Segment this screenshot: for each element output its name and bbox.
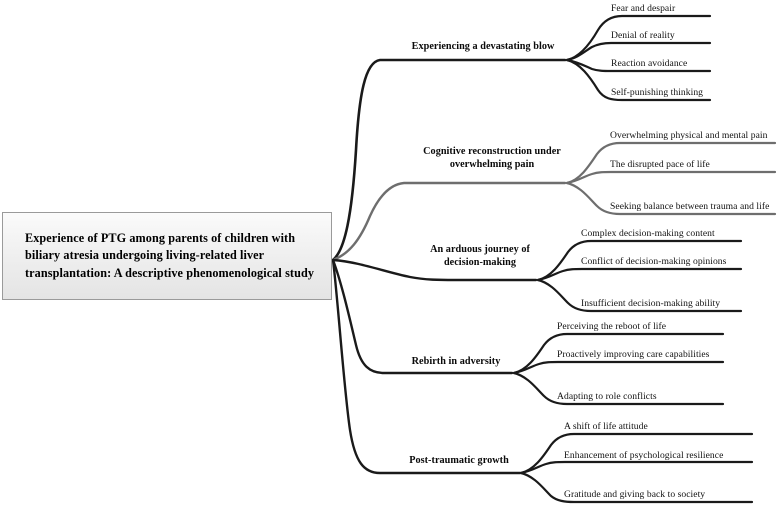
branch-label-2[interactable]: Cognitive reconstruction under overwhelm…	[418, 146, 566, 171]
branch-1-child-label-1[interactable]: Fear and despair	[611, 3, 676, 14]
branch-4-child-label-3[interactable]: Adapting to role conflicts	[557, 391, 657, 402]
branch-label-2-line2: overwhelming pain	[449, 158, 535, 170]
branch-5-child-label-1[interactable]: A shift of life attitude	[564, 421, 648, 432]
branch-4-child-label-1[interactable]: Perceiving the reboot of life	[557, 321, 667, 332]
branch-2-child-label-3[interactable]: Seeking balance between trauma and life	[610, 201, 770, 212]
branch-2-child-2-wire	[565, 170, 777, 185]
branch-1-child-label-4[interactable]: Self-punishing thinking	[611, 87, 704, 98]
root-node-label: Experience of PTG among parents of child…	[25, 230, 315, 280]
branch-label-3-line2: decision-making	[443, 256, 517, 268]
branch-5-child-label-2[interactable]: Enhancement of psychological resilience	[564, 450, 724, 461]
branch-4-child-label-2[interactable]: Proactively improving care capabilities	[557, 349, 710, 360]
branch-3-child-2-wire	[536, 267, 743, 282]
branch-2-child-label-1[interactable]: Overwhelming physical and mental pain	[610, 130, 768, 141]
root-node[interactable]: Experience of PTG among parents of child…	[2, 212, 332, 300]
branch-3-child-label-1[interactable]: Complex decision-making content	[581, 228, 715, 239]
branch-3-child-label-3[interactable]: Insufficient decision-making ability	[581, 298, 721, 309]
branch-label-2-line1: Cognitive reconstruction under	[423, 146, 561, 157]
branch-label-4[interactable]: Rebirth in adversity	[411, 356, 501, 367]
branch-label-1[interactable]: Experiencing a devastating blow	[411, 41, 555, 52]
branch-label-3[interactable]: An arduous journey of decision-making	[424, 244, 536, 269]
branch-label-5[interactable]: Post-traumatic growth	[409, 455, 509, 466]
branch-1-child-label-3[interactable]: Reaction avoidance	[611, 58, 688, 69]
branch-1-child-label-2[interactable]: Denial of reality	[611, 30, 675, 41]
branch-5-child-2-wire	[519, 460, 754, 475]
branch-2-child-label-2[interactable]: The disrupted pace of life	[610, 159, 710, 170]
branch-3-child-label-2[interactable]: Conflict of decision-making opinions	[581, 256, 727, 267]
branch-label-3-line1: An arduous journey of	[430, 244, 530, 255]
branch-5-child-label-3[interactable]: Gratitude and giving back to society	[564, 489, 706, 500]
branch-4-child-2-wire	[512, 360, 725, 375]
